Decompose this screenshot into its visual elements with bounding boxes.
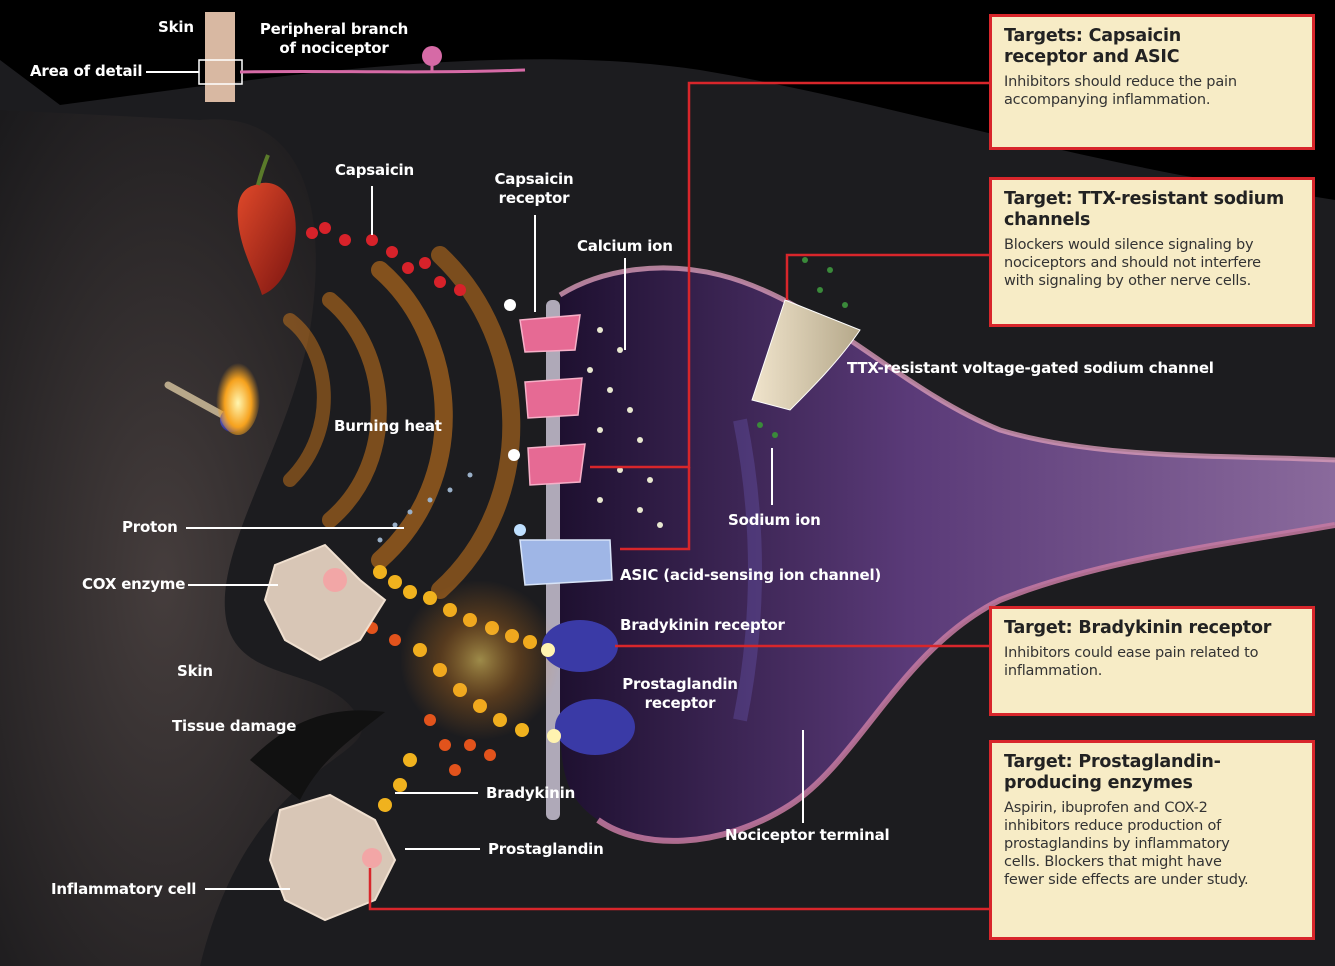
label-proton: Proton: [122, 518, 178, 537]
label-calcium-ion: Calcium ion: [577, 237, 673, 256]
label-capsaicin: Capsaicin: [335, 161, 414, 180]
label-prostaglandin: Prostaglandin: [488, 840, 604, 859]
bk-binding-glow: [541, 643, 555, 657]
target-box-prostaglandin: Target: Prostaglandin- producing enzymes…: [989, 740, 1315, 940]
target-title-bradykinin: Target: Bradykinin receptor: [1004, 618, 1300, 639]
target-title-ttx: Target: TTX-resistant sodium channels: [1004, 189, 1300, 231]
label-prostaglandin-receptor: Prostaglandin receptor: [616, 675, 744, 713]
nociceptor-soma: [422, 46, 442, 66]
label-cox-enzyme: COX enzyme: [82, 575, 185, 594]
target-title-prostaglandin: Target: Prostaglandin- producing enzymes: [1004, 752, 1300, 794]
receptor-glow-1: [504, 299, 516, 311]
label-burning-heat: Burning heat: [334, 417, 442, 436]
target-body-bradykinin: Inhibitors could ease pain related to in…: [1004, 644, 1300, 680]
target-body-capsaicin-asic: Inhibitors should reduce the pain accomp…: [1004, 73, 1300, 109]
inflammatory-enzyme-dot: [362, 848, 382, 868]
skin-strip-inset: [205, 12, 235, 102]
asic-glow: [514, 524, 526, 536]
target-body-ttx: Blockers would silence signaling by noci…: [1004, 236, 1300, 290]
label-bradykinin-receptor: Bradykinin receptor: [620, 616, 785, 635]
label-asic: ASIC (acid-sensing ion channel): [620, 566, 881, 585]
label-capsaicin-receptor: Capsaicin receptor: [486, 170, 582, 208]
target-box-capsaicin-asic: Targets: Capsaicin receptor and ASIC Inh…: [989, 14, 1315, 150]
label-area-of-detail: Area of detail: [30, 62, 142, 81]
label-tissue-damage: Tissue damage: [172, 717, 296, 736]
label-sodium-ion: Sodium ion: [728, 511, 821, 530]
peripheral-branch-line: [240, 70, 525, 72]
asic-channel: [520, 540, 612, 585]
label-nociceptor-terminal: Nociceptor terminal: [725, 826, 889, 845]
pg-binding-glow: [547, 729, 561, 743]
label-peripheral-branch: Peripheral branch of nociceptor: [258, 20, 410, 58]
label-inflammatory-cell: Inflammatory cell: [51, 880, 196, 899]
target-title-capsaicin-asic: Targets: Capsaicin receptor and ASIC: [1004, 26, 1300, 68]
label-skin: Skin: [177, 662, 213, 681]
cox-enzyme-dot: [323, 568, 347, 592]
label-skin-top: Skin: [158, 18, 194, 37]
chemical-glow: [400, 580, 560, 740]
target-body-prostaglandin: Aspirin, ibuprofen and COX-2 inhibitors …: [1004, 799, 1300, 889]
receptor-glow-2: [508, 449, 520, 461]
capsaicin-receptor-channels: [520, 315, 585, 485]
label-ttx-channel: TTX-resistant voltage-gated sodium chann…: [847, 359, 1214, 378]
target-box-ttx: Target: TTX-resistant sodium channels Bl…: [989, 177, 1315, 327]
label-bradykinin: Bradykinin: [486, 784, 575, 803]
target-box-bradykinin: Target: Bradykinin receptor Inhibitors c…: [989, 606, 1315, 716]
flame: [216, 355, 260, 435]
